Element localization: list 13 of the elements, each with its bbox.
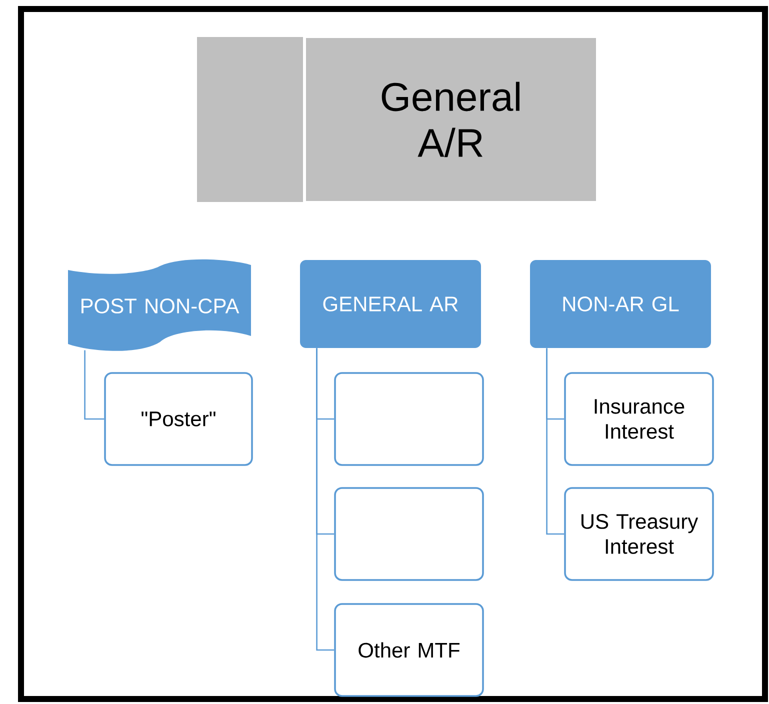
item-box: US Treasury Interest	[564, 487, 714, 581]
item-box	[334, 487, 484, 581]
category-box: GENERAL AR	[300, 260, 481, 348]
item-box: Insurance Interest	[564, 372, 714, 466]
item-box	[334, 372, 484, 466]
title-box: General A/R	[306, 38, 596, 201]
connector	[84, 350, 104, 420]
title-box	[197, 37, 303, 202]
connector	[316, 348, 334, 651]
connector	[546, 348, 564, 535]
item-box: Other MTF	[334, 603, 484, 697]
category-box: NON-AR GL	[530, 260, 711, 348]
item-box: "Poster"	[104, 372, 253, 466]
